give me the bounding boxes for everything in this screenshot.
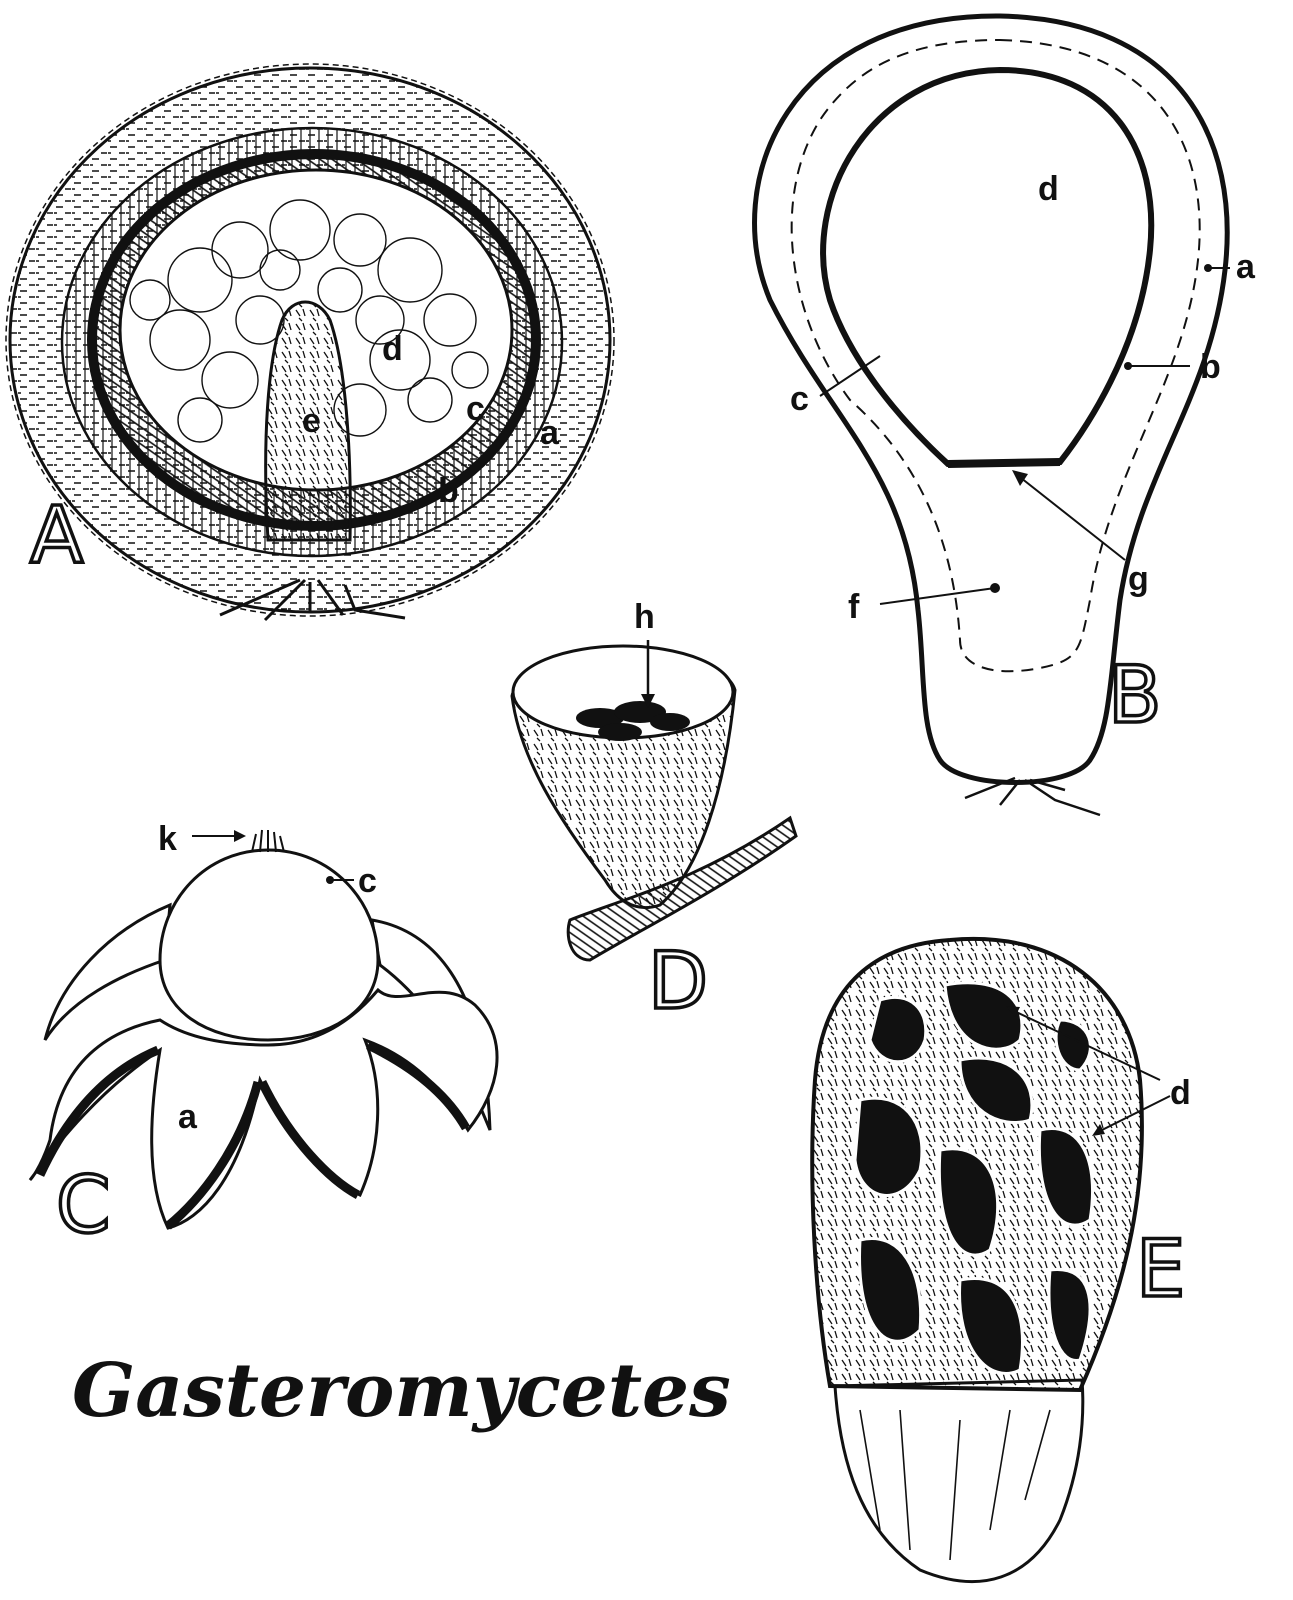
- fig-c-label-c: c: [358, 862, 377, 900]
- figure-b: d a b c g f B: [755, 16, 1256, 815]
- fig-a-letter: A: [30, 491, 83, 581]
- fig-e-letter: E: [1136, 1225, 1185, 1315]
- fig-e-label-d: d: [1170, 1074, 1191, 1112]
- fig-b-label-d: d: [1038, 170, 1059, 208]
- fig-a-label-a: a: [540, 414, 560, 452]
- fig-c-label-a: a: [178, 1098, 198, 1136]
- fig-b-gleba: [823, 70, 1151, 464]
- fig-a-label-c: c: [466, 390, 485, 428]
- figure-c: k c a C: [30, 820, 497, 1251]
- fig-b-letter: B: [1108, 651, 1162, 741]
- plate-title: Gasteromycetes: [72, 1348, 731, 1434]
- fig-a-label-d: d: [382, 330, 403, 368]
- fig-c-label-k: k: [158, 820, 177, 858]
- fig-b-label-b: b: [1200, 348, 1221, 386]
- fig-c-letter: C: [56, 1161, 110, 1251]
- fig-b-diaphragm: [948, 462, 1060, 464]
- fig-b-rhizomorphs: [965, 778, 1100, 815]
- fig-c-spore-sac: [160, 850, 378, 1040]
- fig-d-label-h: h: [634, 598, 655, 636]
- fig-e-lattice-holes: [855, 983, 1093, 1374]
- figure-e: d E: [812, 939, 1191, 1582]
- fig-c-peristome: [252, 830, 284, 852]
- fig-d-letter: D: [648, 937, 708, 1027]
- figure-d: h D: [512, 598, 796, 1027]
- fig-b-label-c: c: [790, 380, 809, 418]
- fig-c-back-ray-left: [45, 905, 170, 1040]
- fig-b-label-f: f: [848, 588, 860, 626]
- fig-b-label-g: g: [1128, 560, 1149, 598]
- fig-a-label-b: b: [438, 472, 459, 510]
- fig-b-label-a: a: [1236, 248, 1256, 286]
- fig-a-label-e: e: [302, 402, 321, 440]
- fig-b-leader-f: [880, 588, 995, 604]
- figure-a: d e c b a A: [6, 64, 614, 620]
- fig-b-leader-g: [1016, 474, 1125, 560]
